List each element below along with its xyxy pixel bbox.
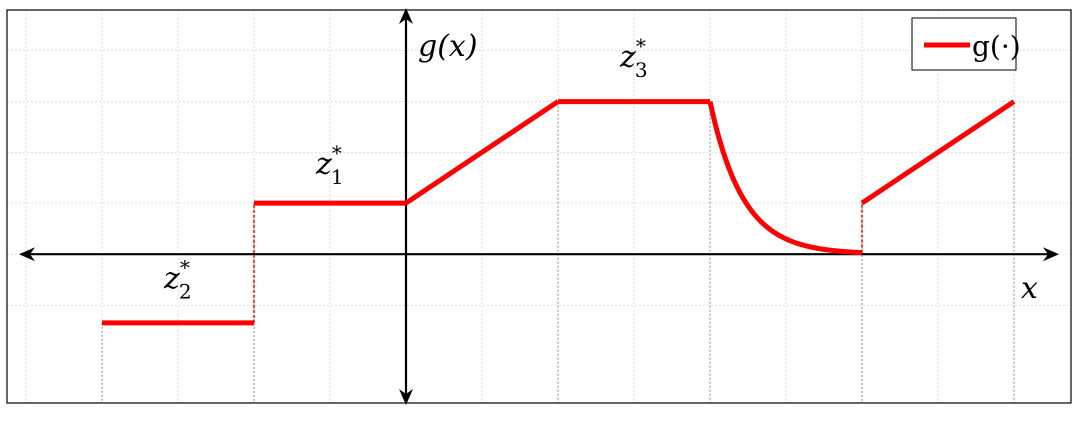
- axis-labels: x g(x): [418, 29, 1038, 306]
- annotation-z3: z*3: [619, 34, 648, 82]
- legend-label: g(·): [972, 30, 1021, 63]
- guides: [101, 101, 1015, 403]
- y-axis-arrow-top: [399, 8, 413, 24]
- x-axis-arrow-left: [19, 247, 35, 262]
- annotations: z*1 z*2 z*3: [163, 34, 648, 303]
- x-axis-label: x: [1021, 271, 1038, 306]
- frame: [6, 9, 1072, 404]
- legend: g(·): [911, 17, 1021, 71]
- series-segment-6: [860, 99, 1016, 206]
- series-segment-5: [707, 101, 863, 256]
- y-axis-arrow-bottom: [399, 389, 413, 405]
- annotation-z2: z*2: [163, 256, 192, 304]
- series: [102, 99, 1016, 326]
- y-axis-label: g(x): [418, 29, 478, 64]
- axes: [19, 8, 1059, 405]
- annotation-z1: z*1: [315, 141, 344, 189]
- series-segment-3: [404, 99, 560, 206]
- grid: [7, 10, 1071, 403]
- x-axis-arrow-right: [1043, 247, 1059, 262]
